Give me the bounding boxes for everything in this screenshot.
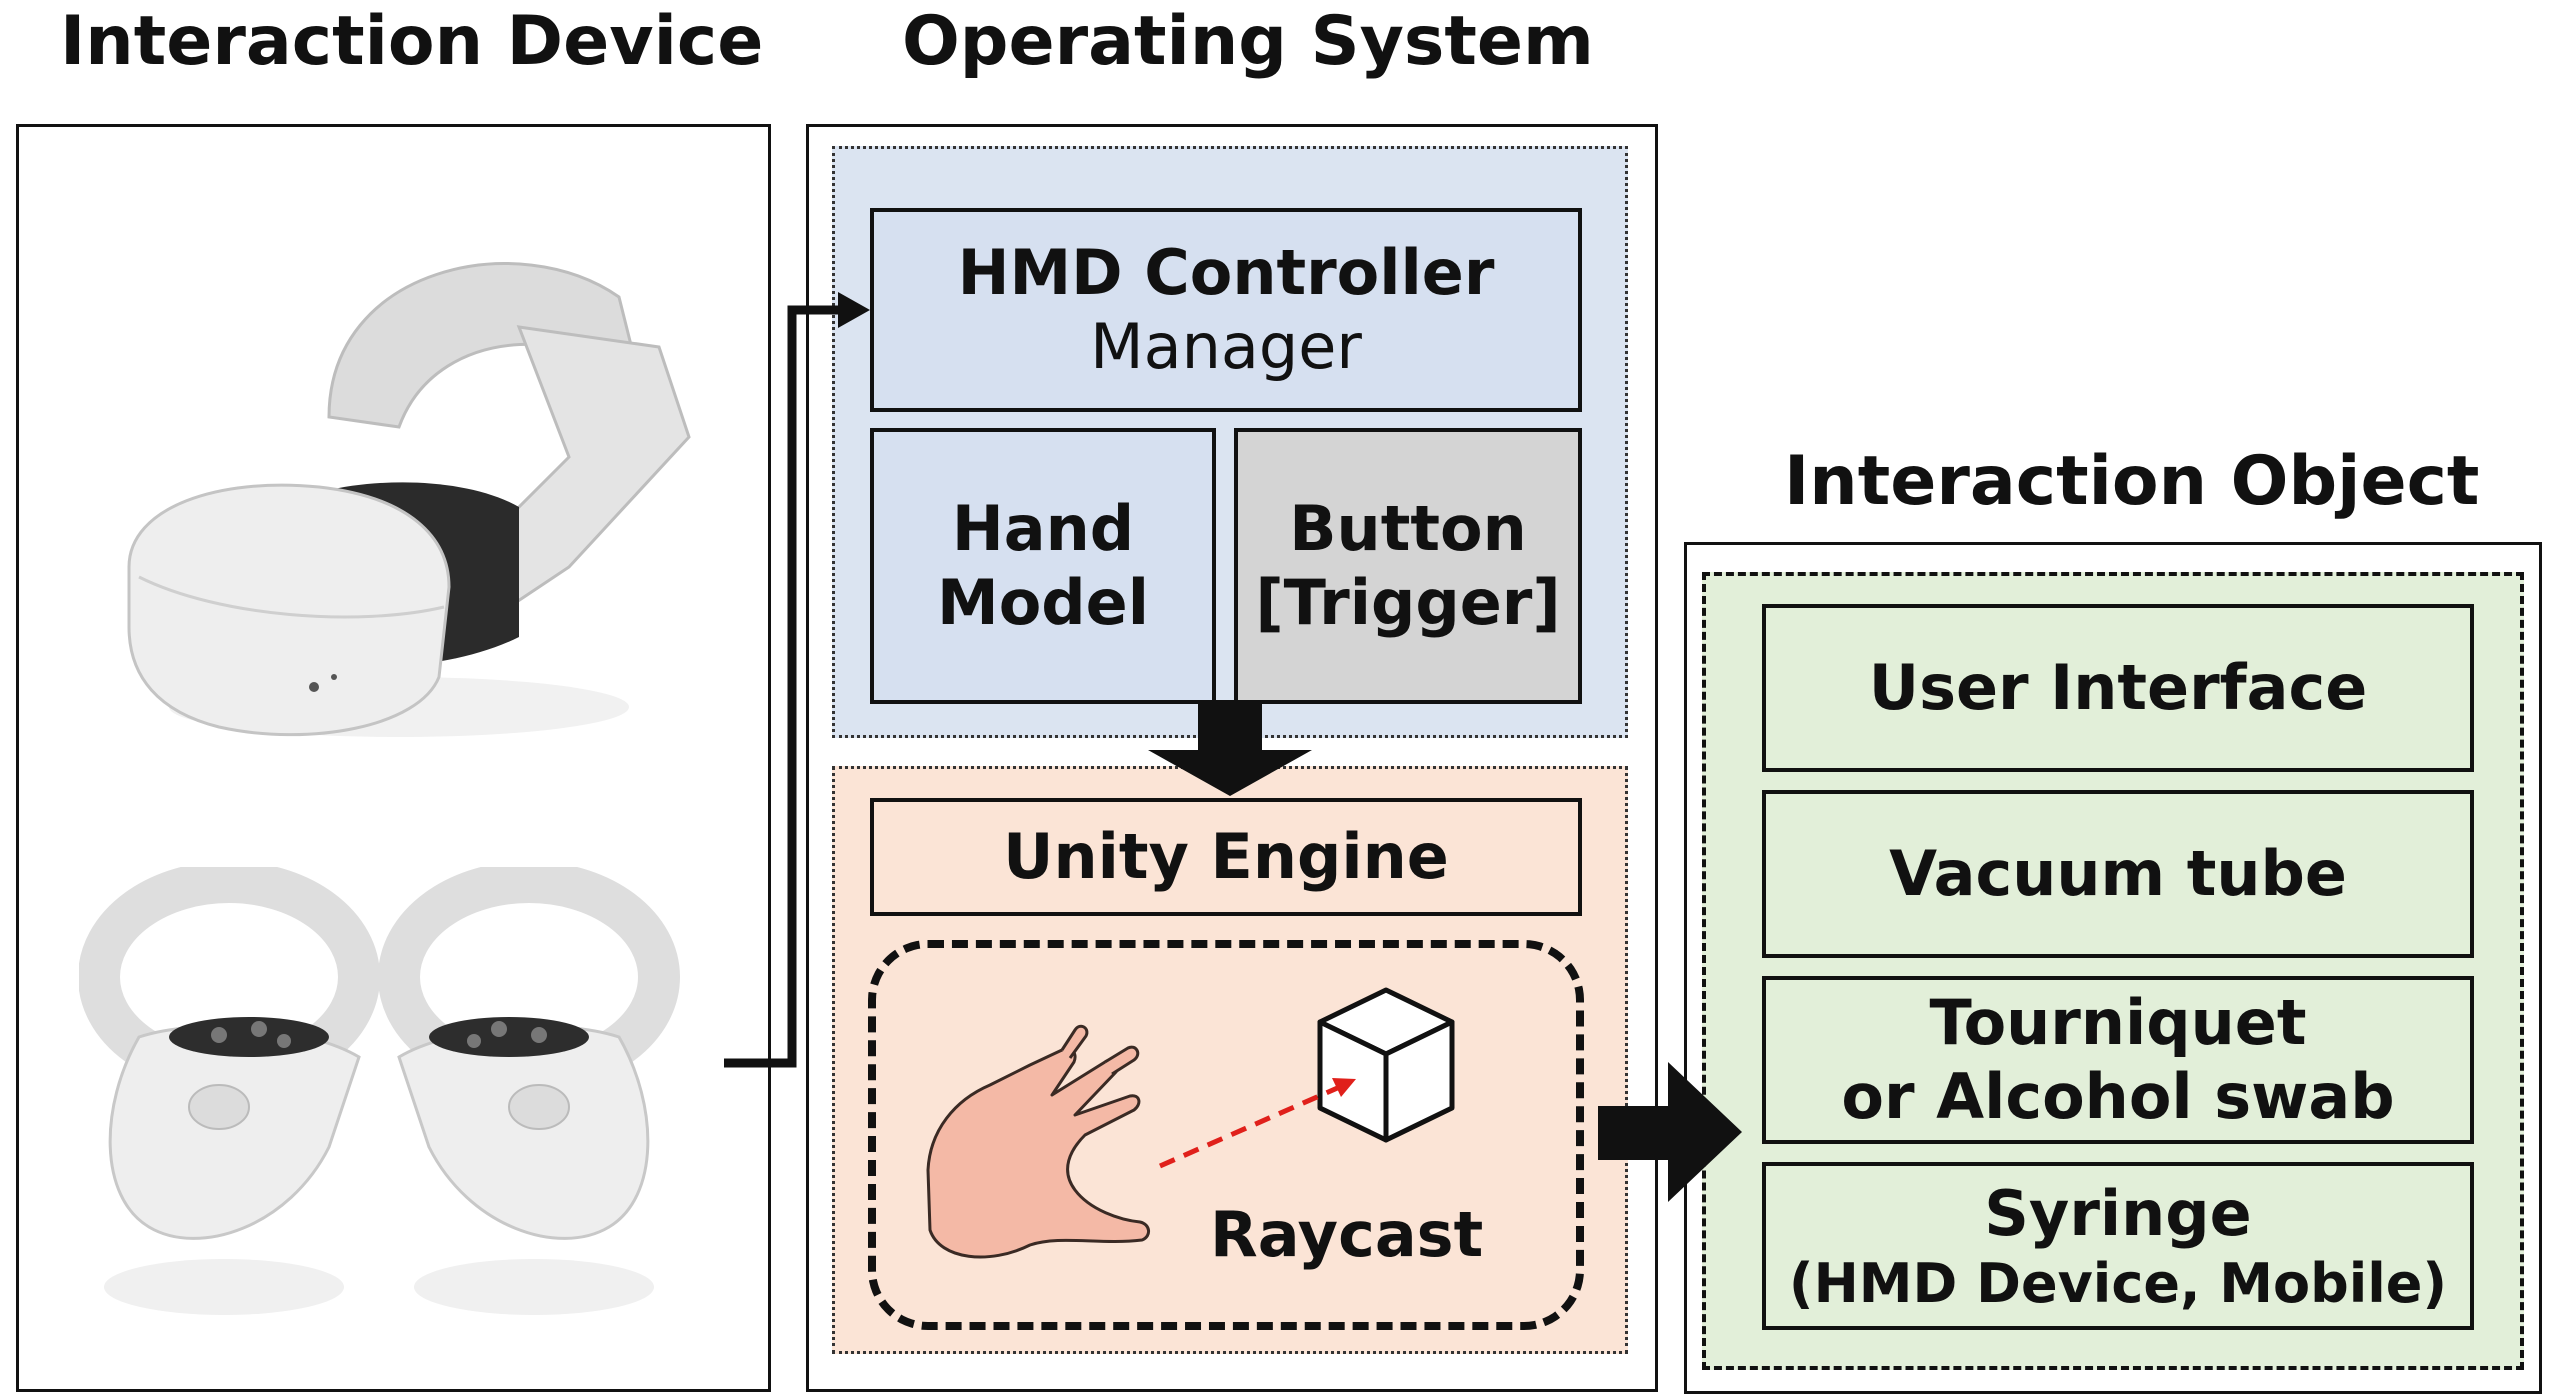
raycast-ray <box>1158 1083 1344 1169</box>
tourniquet-box: Tourniquet or Alcohol swab <box>1762 976 2474 1144</box>
hmd-controller-manager-box: HMD Controller Manager <box>870 208 1582 412</box>
hand-icon <box>926 1024 1150 1259</box>
tourniquet-line1: Tourniquet <box>1929 985 2307 1059</box>
hand-model-box: Hand Model <box>870 428 1216 704</box>
syringe-line1: Syringe <box>1984 1177 2252 1251</box>
vr-controllers-icon <box>79 867 680 1315</box>
tourniquet-line2: or Alcohol swab <box>1841 1060 2395 1133</box>
hmd-controller-subtitle: Manager <box>1090 310 1362 383</box>
hand-model-line2: Model <box>937 566 1149 639</box>
interaction-device-heading: Interaction Device <box>60 2 764 81</box>
unity-engine-label: Unity Engine <box>1003 819 1449 893</box>
controller-to-engine-arrow <box>1148 700 1312 796</box>
raycast-label: Raycast <box>1210 1198 1484 1271</box>
user-interface-box: User Interface <box>1762 604 2474 772</box>
raycast-ray-arrowhead <box>1332 1078 1356 1097</box>
syringe-line2: (HMD Device, Mobile) <box>1788 1251 2448 1315</box>
button-trigger-line1: Button <box>1289 491 1527 565</box>
raycast-area <box>868 940 1584 1330</box>
device-to-controller-connector <box>724 305 845 1068</box>
interaction-device-panel <box>16 124 771 1392</box>
hmd-controller-title: HMD Controller <box>957 235 1495 309</box>
cube-icon <box>1317 987 1455 1143</box>
button-trigger-box: Button [Trigger] <box>1234 428 1582 704</box>
button-trigger-line2: [Trigger] <box>1255 566 1561 639</box>
hand-model-line1: Hand <box>951 491 1135 565</box>
engine-to-objects-arrow <box>1598 1062 1742 1202</box>
device-to-controller-arrowhead <box>838 292 870 328</box>
interaction-object-heading: Interaction Object <box>1784 442 2480 521</box>
vacuum-tube-label: Vacuum tube <box>1889 836 2347 910</box>
user-interface-label: User Interface <box>1868 650 2368 724</box>
vr-headset-icon <box>127 262 691 737</box>
syringe-box: Syringe (HMD Device, Mobile) <box>1762 1162 2474 1330</box>
operating-system-heading: Operating System <box>902 2 1594 81</box>
unity-engine-box: Unity Engine <box>870 798 1582 916</box>
vacuum-tube-box: Vacuum tube <box>1762 790 2474 958</box>
